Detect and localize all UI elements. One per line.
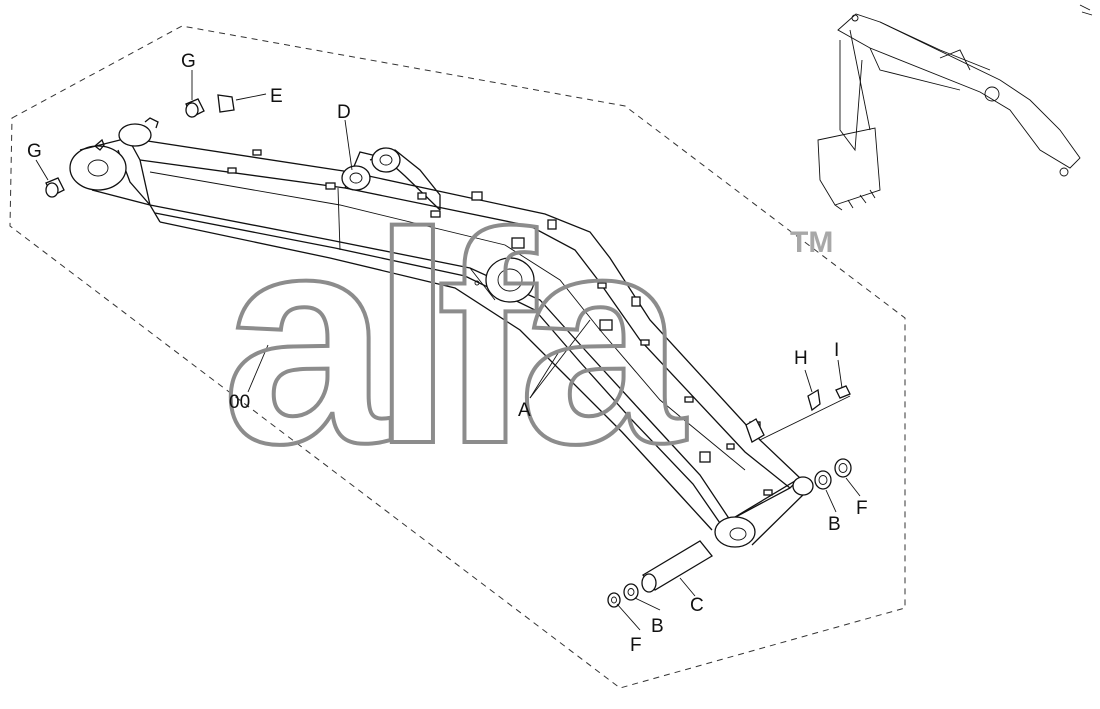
label-a: A [518,400,531,421]
label-e: E [270,86,283,107]
watermark-trademark: TM [790,226,833,259]
boom-body [117,137,801,531]
cylinder-bracket [341,147,441,211]
label-c: C [690,595,704,616]
label-f-lower: F [630,635,642,656]
label-g-left: G [27,141,42,162]
mid-boss [474,257,535,303]
plate-e [217,94,235,113]
label-b-lower: B [651,616,664,637]
label-b-right: B [828,514,841,535]
excavator-overview-thumbnail [817,4,1093,211]
boom-foot-bosses [69,117,159,206]
bracket-h-bolt-i [745,385,851,443]
label-h: H [794,348,808,369]
leader-lines [35,70,861,631]
label-f-right: F [856,498,868,519]
bushings-g [45,98,205,198]
label-d: D [337,102,351,123]
label-assembly-00: 00 [229,392,250,413]
label-g-top: G [181,51,196,72]
shims-lower [607,583,639,608]
watermark-logo: alfa [222,170,687,506]
label-i: I [834,340,839,361]
assembly-boundary [9,25,906,689]
shims-right [814,458,852,490]
pin-c [641,540,713,593]
boom-nose [714,476,814,548]
